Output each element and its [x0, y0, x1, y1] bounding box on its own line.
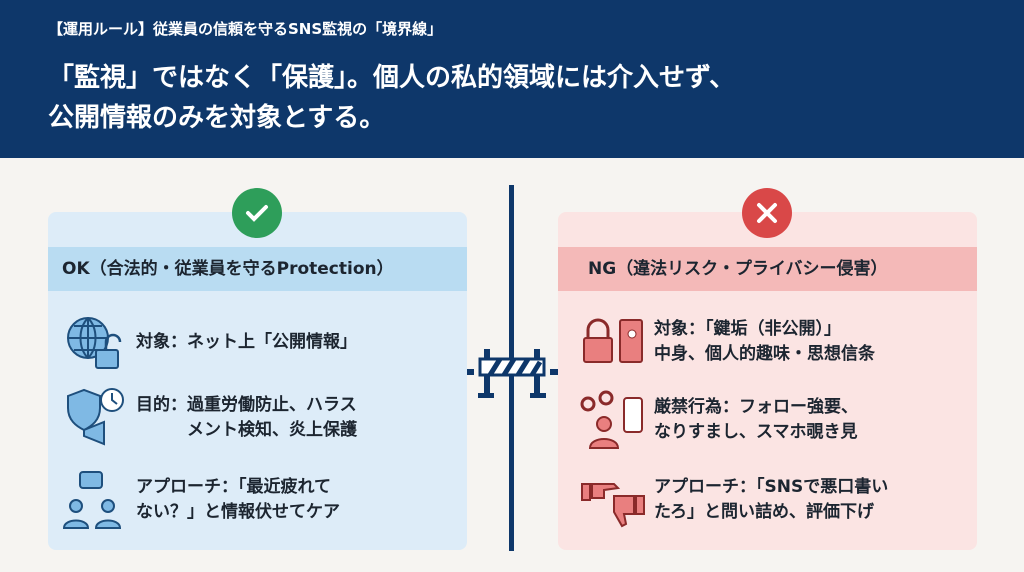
- list-item: アプローチ：「SNSで悪口書いたろ」と問い詰め、評価下げ: [580, 470, 888, 530]
- title-line-1: 「監視」ではなく「保護」。個人の私的領域には介入せず、: [48, 63, 736, 93]
- ok-panel: OK（合法的・従業員を守るProtection） 対象：ネット上「公開情報」 目…: [48, 212, 467, 550]
- lock-notebook-icon: [583, 318, 643, 363]
- list-item: 対象：「鍵垢（非公開）」中身、個人的趣味・思想信条: [580, 312, 875, 372]
- list-item: 目的：過重労働防止、ハラス メント検知、炎上保護: [62, 388, 357, 448]
- header-banner: 【運用ルール】従業員の信頼を守るSNS監視の「境界線」 「監視」ではなく「保護」…: [0, 0, 1024, 158]
- item-text: 厳禁行為：フォロー強要、: [654, 397, 858, 417]
- item-text: アプローチ：「最近疲れて: [136, 477, 331, 497]
- item-text: 対象：ネット上「公開情報」: [136, 331, 357, 352]
- list-item: アプローチ：「最近疲れてない？」と情報伏せてケア: [62, 470, 340, 530]
- globe-unlock-icon: [67, 317, 122, 369]
- barrier-icon: [448, 349, 576, 398]
- item-text: 中身、個人的趣味・思想信条: [654, 344, 875, 364]
- list-item: 対象：ネット上「公開情報」: [62, 312, 357, 372]
- ok-heading: OK（合法的・従業員を守るProtection）: [48, 247, 467, 291]
- pointing-thumbsdown-icon: [581, 483, 645, 528]
- title-line-2: 公開情報のみを対象とする。: [48, 103, 386, 133]
- item-text: たろ」と問い詰め、評価下げ: [654, 502, 874, 522]
- shield-clock-megaphone-icon: [67, 388, 124, 446]
- page-title: 「監視」ではなく「保護」。個人の私的領域には介入せず、 公開情報のみを対象とする…: [48, 58, 735, 138]
- chat-people-icon: [62, 471, 122, 529]
- ng-heading: NG（違法リスク・プライバシー侵害）: [558, 247, 977, 291]
- item-text: アプローチ：「SNSで悪口書い: [654, 477, 889, 497]
- x-icon: [742, 188, 792, 238]
- item-text: 対象：「鍵垢（非公開）」: [654, 319, 841, 339]
- item-text: ない？」と情報伏せてケア: [136, 502, 340, 522]
- item-text: メント検知、炎上保護: [136, 420, 357, 440]
- item-text: 目的：過重労働防止、ハラス: [136, 395, 357, 415]
- check-icon: [232, 188, 282, 238]
- item-text: なりすまし、スマホ覗き見: [654, 422, 858, 442]
- ng-panel: NG（違法リスク・プライバシー侵害） 対象：「鍵垢（非公開）」中身、個人的趣味・…: [558, 212, 977, 550]
- handcuffs-thief-phone-icon: [580, 390, 643, 449]
- subtitle: 【運用ルール】従業員の信頼を守るSNS監視の「境界線」: [48, 20, 443, 38]
- list-item: 厳禁行為：フォロー強要、なりすまし、スマホ覗き見: [580, 390, 858, 450]
